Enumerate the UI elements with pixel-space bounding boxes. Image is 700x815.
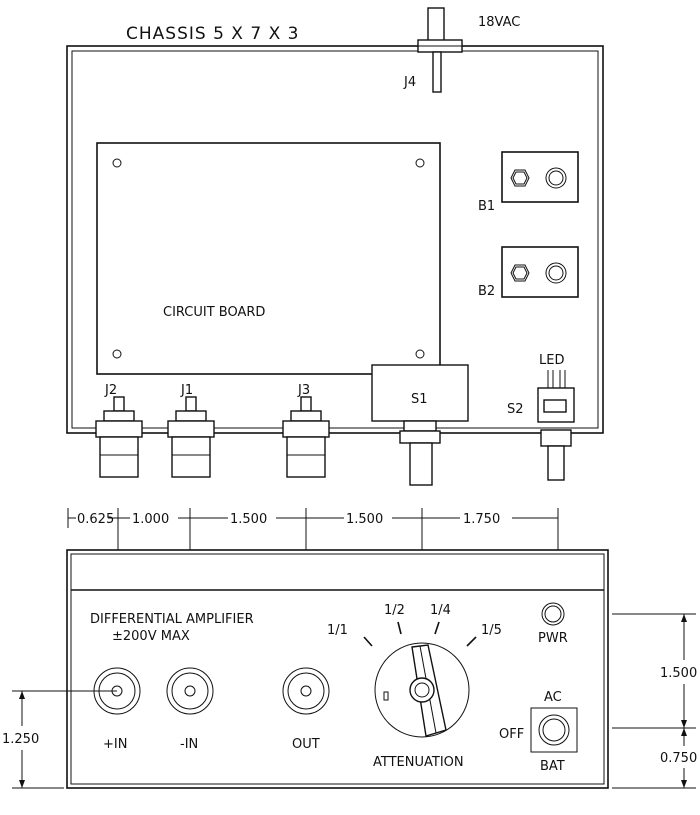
switch-s2 — [537, 370, 575, 481]
dimension-1500-a: 1.500 — [230, 512, 267, 527]
j2-label: J2 — [104, 383, 117, 398]
panel-title-line2: ±200V MAX — [112, 629, 190, 644]
dimension-0625: 0.625 — [77, 512, 114, 527]
circuit-board-label: CIRCUIT BOARD — [163, 305, 265, 320]
power-input-label: 18VAC — [478, 15, 520, 30]
front-panel-outline — [66, 549, 609, 789]
circuit-board — [96, 142, 441, 375]
s2-label: S2 — [507, 402, 524, 417]
j4-label: J4 — [403, 75, 416, 90]
left-dimensions: 1.250 — [2, 690, 117, 789]
led-label: LED — [539, 353, 564, 368]
chassis-inner-outline — [71, 50, 599, 429]
horizontal-dimensions: 0.625 1.000 1.500 1.500 1.750 — [67, 508, 559, 550]
bnc-connector-j3 — [282, 396, 330, 478]
pwr-label: PWR — [538, 631, 568, 646]
atten-1-2-label: 1/2 — [384, 603, 405, 618]
dimension-1000: 1.000 — [132, 512, 169, 527]
minus-in-label: -IN — [180, 737, 198, 752]
attenuation-knob[interactable] — [363, 621, 477, 738]
atten-1-1-label: 1/1 — [327, 623, 348, 638]
panel-title-line1: DIFFERENTIAL AMPLIFIER — [90, 612, 254, 627]
s1-label: S1 — [411, 392, 428, 407]
top-view: CHASSIS 5 X 7 X 3 18VAC J4 CIRCUIT BOARD… — [66, 7, 604, 486]
ac-bat-switch[interactable] — [530, 707, 578, 753]
plus-in-label: +IN — [103, 737, 127, 752]
j3-label: J3 — [297, 383, 310, 398]
dimension-left-1250: 1.250 — [2, 732, 39, 747]
atten-1-5-label: 1/5 — [481, 623, 502, 638]
dimension-right-1500: 1.500 — [660, 666, 697, 681]
mounting-hole — [112, 158, 122, 168]
off-label: OFF — [499, 727, 524, 742]
out-jack[interactable] — [282, 667, 330, 715]
bnc-connector-j1 — [167, 396, 215, 478]
switch-s1 — [371, 364, 469, 486]
bat-label: BAT — [540, 759, 565, 774]
front-panel-inner-outline — [70, 553, 605, 785]
j4-connector — [417, 7, 463, 93]
chassis-label: CHASSIS 5 X 7 X 3 — [126, 24, 299, 44]
dimension-right-0750: 0.750 — [660, 751, 697, 766]
atten-1-4-label: 1/4 — [430, 603, 451, 618]
mounting-hole — [415, 158, 425, 168]
out-label: OUT — [292, 737, 320, 752]
dimension-1750: 1.750 — [463, 512, 500, 527]
b1-label: B1 — [478, 199, 495, 214]
battery-holder-b2 — [501, 246, 579, 298]
j1-label: J1 — [180, 383, 193, 398]
attenuation-label: ATTENUATION — [373, 755, 464, 770]
front-panel: DIFFERENTIAL AMPLIFIER ±200V MAX +IN -IN… — [66, 549, 609, 789]
battery-holder-b1 — [501, 151, 579, 203]
power-led — [541, 602, 565, 626]
mounting-hole — [415, 349, 425, 359]
chassis-outline — [66, 45, 604, 434]
bnc-connector-j2 — [95, 396, 143, 478]
right-dimensions: 1.500 0.750 — [612, 613, 697, 789]
ac-label: AC — [544, 690, 562, 705]
minus-in-jack[interactable] — [166, 667, 214, 715]
b2-label: B2 — [478, 284, 495, 299]
dimension-1500-b: 1.500 — [346, 512, 383, 527]
mounting-hole — [112, 349, 122, 359]
